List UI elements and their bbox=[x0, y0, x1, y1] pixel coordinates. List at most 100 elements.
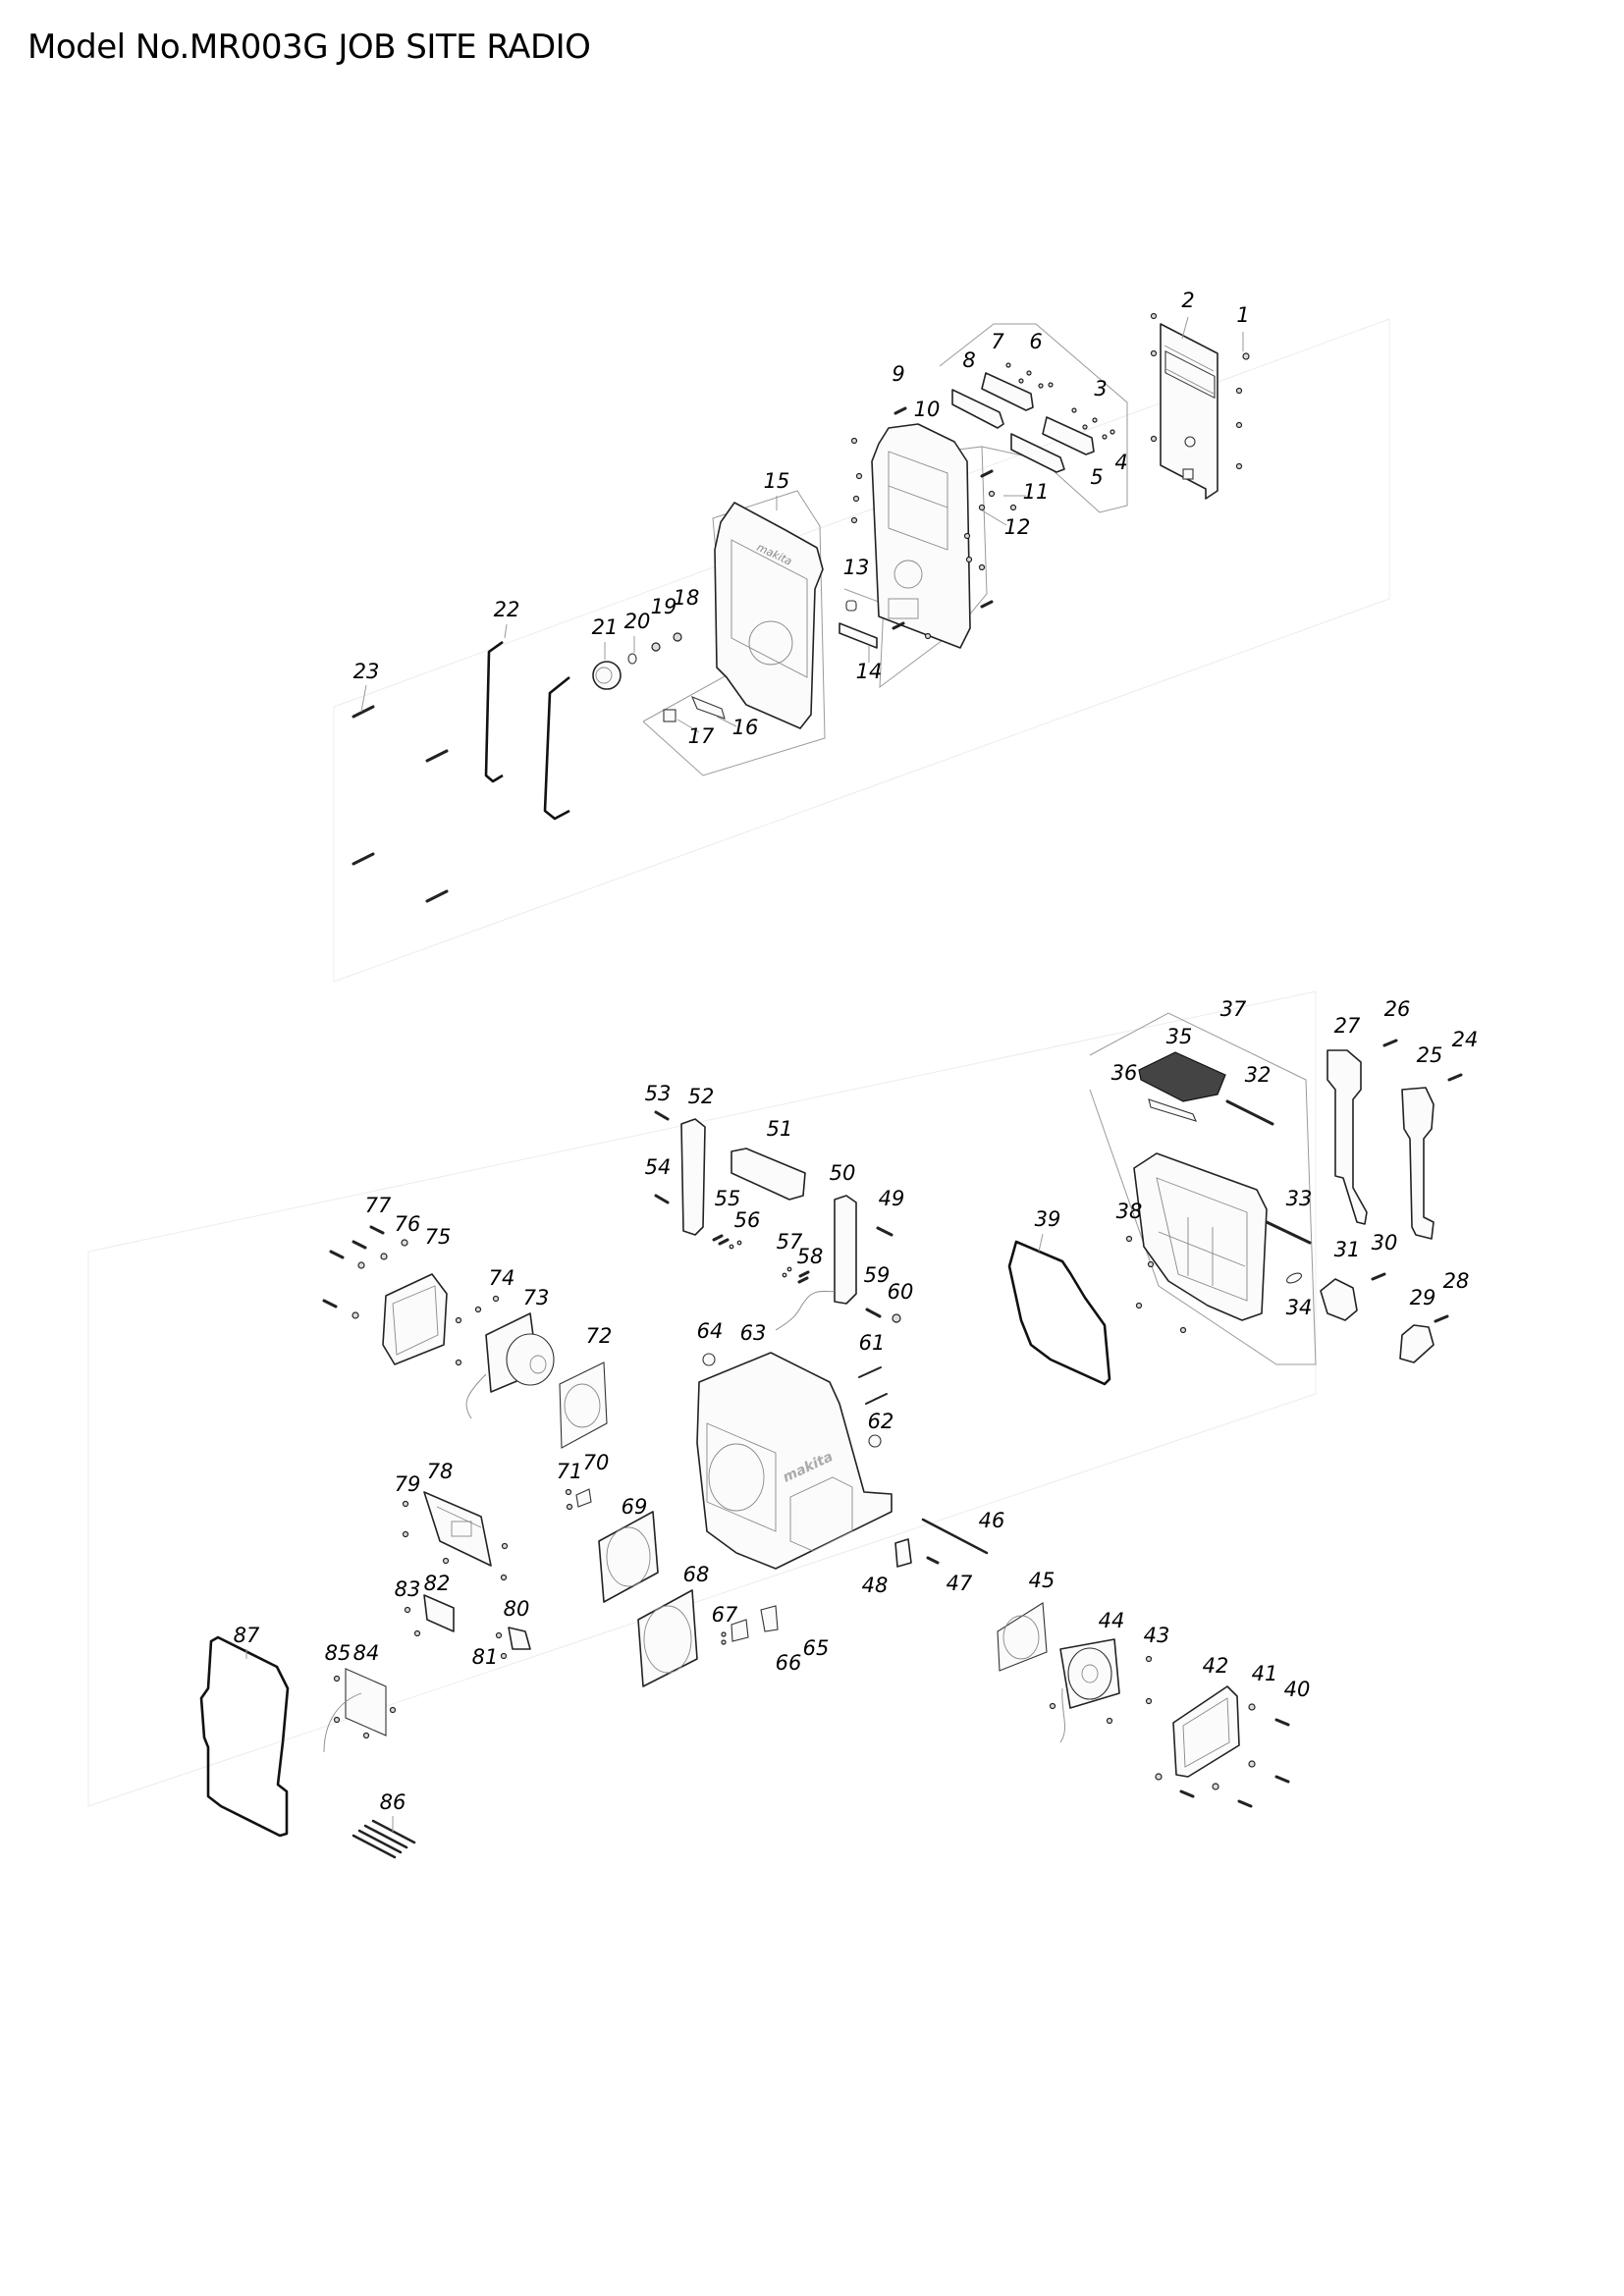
part-64-clip bbox=[702, 1353, 716, 1366]
part-2-pcb bbox=[1160, 323, 1218, 500]
callout-19: 19 bbox=[651, 595, 677, 618]
part-8-button-cover bbox=[951, 389, 1004, 429]
callout-78: 78 bbox=[427, 1460, 454, 1483]
part-79-screws bbox=[402, 1500, 409, 1508]
part-70-cover bbox=[575, 1488, 592, 1508]
callout-7: 7 bbox=[991, 330, 1004, 353]
callout-6: 6 bbox=[1029, 330, 1042, 353]
part-31-end-cap bbox=[1320, 1278, 1358, 1321]
callout-25: 25 bbox=[1417, 1043, 1443, 1067]
callout-17: 17 bbox=[688, 724, 715, 748]
part-27-side-rail bbox=[1326, 1049, 1368, 1225]
callout-46: 46 bbox=[979, 1509, 1005, 1532]
callout-13: 13 bbox=[843, 556, 870, 579]
small-screws-3-6 bbox=[1005, 362, 1115, 440]
callout-labels: 1234567891011121314151617181920212223242… bbox=[234, 289, 1479, 1814]
part-71-screws bbox=[565, 1488, 572, 1496]
part-11-12-screws bbox=[850, 437, 1017, 640]
callout-38: 38 bbox=[1116, 1200, 1143, 1223]
callout-68: 68 bbox=[683, 1563, 710, 1586]
callout-8: 8 bbox=[962, 348, 975, 372]
callout-76: 76 bbox=[395, 1212, 421, 1236]
part-68-plate bbox=[637, 1589, 698, 1687]
callout-26: 26 bbox=[1384, 997, 1411, 1021]
callout-27: 27 bbox=[1334, 1014, 1361, 1038]
callout-69: 69 bbox=[622, 1495, 648, 1519]
callout-74: 74 bbox=[489, 1266, 515, 1290]
callout-29: 29 bbox=[1410, 1286, 1436, 1309]
callout-62: 62 bbox=[868, 1410, 894, 1433]
callout-61: 61 bbox=[859, 1331, 886, 1355]
callout-2: 2 bbox=[1181, 289, 1194, 312]
part-32-pin bbox=[1225, 1099, 1274, 1126]
part-20-oring bbox=[627, 653, 637, 665]
part-1-screw bbox=[1242, 352, 1250, 360]
callout-66: 66 bbox=[776, 1651, 802, 1675]
part-62-clip bbox=[868, 1434, 882, 1448]
page-title: Model No.MR003G JOB SITE RADIO bbox=[27, 27, 591, 67]
callout-49: 49 bbox=[879, 1187, 905, 1210]
part-86-cable-ties bbox=[352, 1819, 416, 1859]
callout-72: 72 bbox=[586, 1324, 613, 1348]
part-84-board bbox=[323, 1668, 387, 1753]
part-87-gasket bbox=[199, 1635, 290, 1838]
callout-40: 40 bbox=[1284, 1678, 1311, 1701]
callout-60: 60 bbox=[888, 1280, 914, 1304]
part-25-side-rail bbox=[1401, 1087, 1435, 1240]
part-63-main-housing: makita bbox=[696, 1352, 893, 1570]
part-7-button-strip bbox=[981, 372, 1034, 411]
callout-84: 84 bbox=[353, 1641, 380, 1665]
part-45-gasket bbox=[997, 1602, 1048, 1672]
part-33-pin bbox=[1265, 1220, 1312, 1245]
callout-9: 9 bbox=[892, 362, 904, 386]
callout-10: 10 bbox=[914, 398, 941, 421]
part-51-cylinder bbox=[731, 1148, 806, 1201]
callout-82: 82 bbox=[424, 1572, 451, 1595]
part-37-battery-housing bbox=[1133, 1152, 1268, 1321]
part-39-gasket bbox=[1007, 1240, 1111, 1386]
callout-47: 47 bbox=[947, 1572, 973, 1595]
callout-1: 1 bbox=[1236, 303, 1249, 327]
callout-41: 41 bbox=[1252, 1662, 1278, 1685]
callout-14: 14 bbox=[856, 660, 883, 683]
callout-50: 50 bbox=[830, 1161, 856, 1185]
part-44-speaker bbox=[1059, 1638, 1120, 1743]
callout-33: 33 bbox=[1286, 1187, 1313, 1210]
part-80-pcb bbox=[508, 1627, 531, 1650]
callout-58: 58 bbox=[797, 1245, 824, 1268]
callout-36: 36 bbox=[1111, 1061, 1138, 1085]
part-19-washer bbox=[651, 642, 661, 652]
part-34-ring bbox=[1286, 1272, 1302, 1284]
part-75-speaker-frame bbox=[382, 1273, 448, 1365]
callout-86: 86 bbox=[380, 1790, 406, 1814]
part-83-screws bbox=[404, 1606, 411, 1614]
callout-43: 43 bbox=[1144, 1624, 1170, 1647]
part-74-screws bbox=[492, 1295, 500, 1303]
callout-3: 3 bbox=[1094, 377, 1107, 400]
part-10-inner-frame bbox=[871, 423, 971, 649]
callout-59: 59 bbox=[864, 1263, 891, 1287]
callout-23: 23 bbox=[353, 660, 380, 683]
callout-65: 65 bbox=[803, 1636, 830, 1660]
lower-assembly: makita bbox=[199, 1012, 1463, 1859]
callout-87: 87 bbox=[234, 1624, 260, 1647]
callout-53: 53 bbox=[645, 1082, 672, 1105]
callout-34: 34 bbox=[1286, 1296, 1313, 1319]
part-72-gasket bbox=[559, 1362, 608, 1449]
callout-42: 42 bbox=[1203, 1654, 1229, 1678]
part-46-rod bbox=[921, 1518, 989, 1555]
part-66-bracket bbox=[731, 1619, 749, 1642]
callout-71: 71 bbox=[557, 1460, 583, 1483]
callout-31: 31 bbox=[1334, 1238, 1361, 1261]
callout-81: 81 bbox=[472, 1645, 499, 1669]
callout-30: 30 bbox=[1372, 1231, 1398, 1255]
part-16-latch bbox=[690, 696, 726, 720]
callout-15: 15 bbox=[764, 469, 790, 493]
part-35-grille bbox=[1138, 1051, 1226, 1102]
part-60-nut bbox=[892, 1313, 901, 1323]
part-36-pad bbox=[1148, 1098, 1197, 1122]
part-59-bolt bbox=[865, 1308, 882, 1318]
part-49-bolt bbox=[876, 1226, 893, 1237]
callout-20: 20 bbox=[624, 610, 651, 633]
